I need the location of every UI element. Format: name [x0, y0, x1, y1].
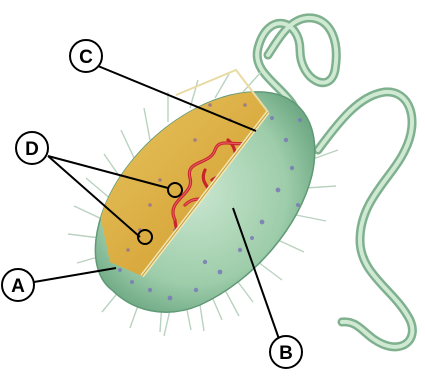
svg-text:C: C — [79, 47, 93, 68]
svg-text:B: B — [279, 343, 293, 364]
label-d: D — [16, 132, 48, 164]
svg-text:A: A — [11, 276, 25, 297]
svg-text:D: D — [25, 139, 39, 160]
label-a: A — [2, 269, 34, 301]
label-b: B — [270, 336, 302, 368]
label-c: C — [70, 40, 102, 72]
